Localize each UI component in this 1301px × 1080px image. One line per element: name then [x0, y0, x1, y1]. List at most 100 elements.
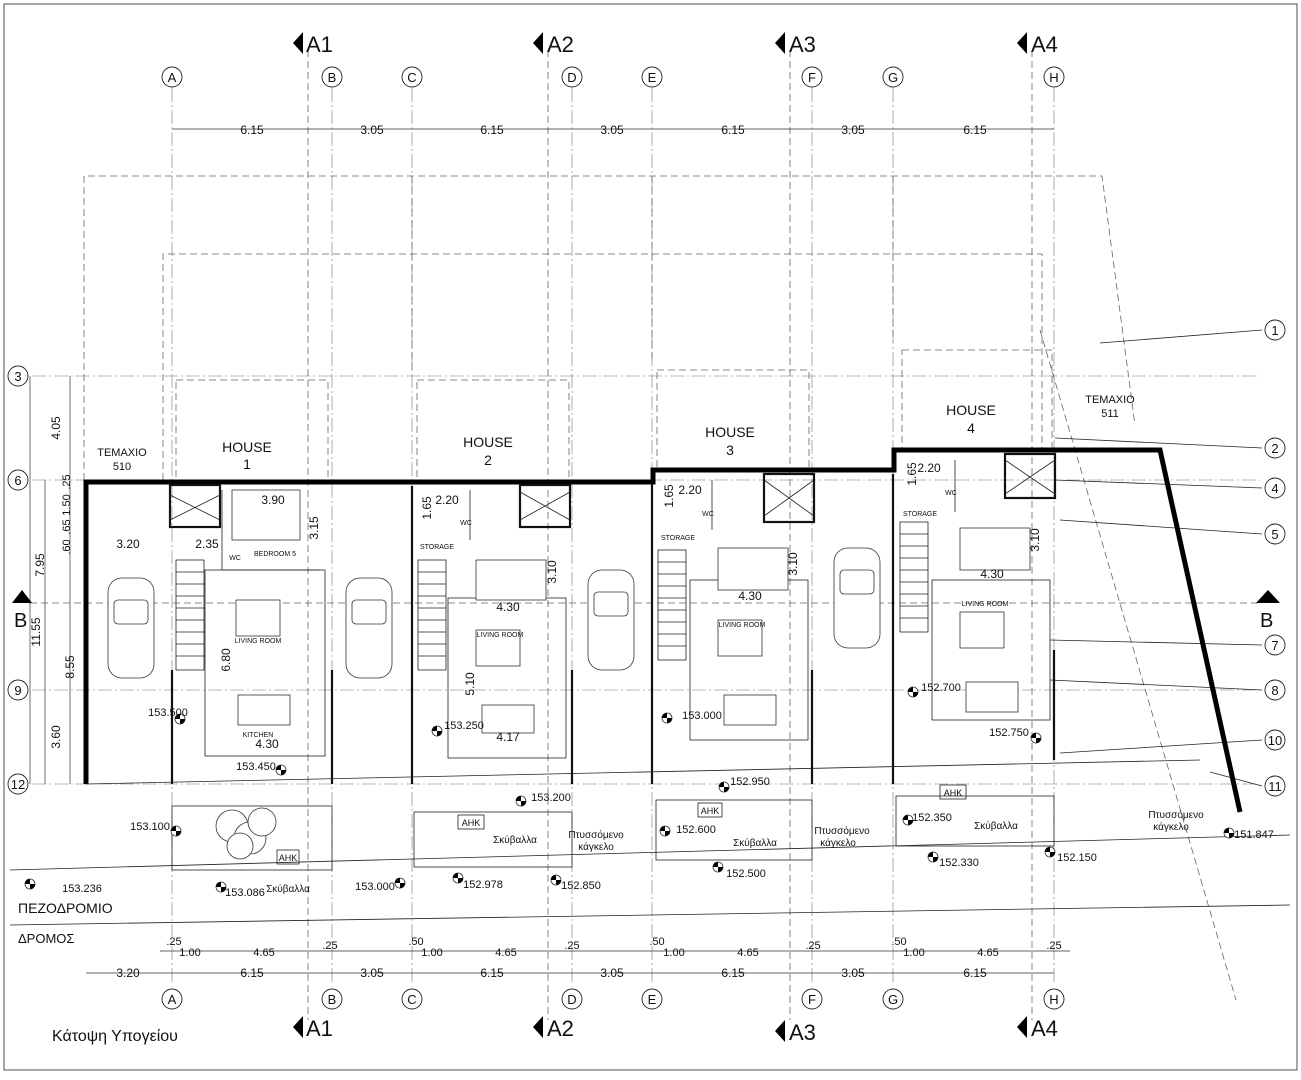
dim-detail: .25: [564, 940, 579, 952]
dim-detail: .25: [1046, 940, 1061, 952]
bed-icon: [959, 527, 1031, 571]
level-markers: 153.500 153.450 153.250 153.200 153.000 …: [24, 682, 1274, 899]
svg-text:STORAGE: STORAGE: [903, 511, 937, 518]
plot-left-number: 510: [113, 461, 131, 473]
sheet-border: [3, 3, 1298, 1071]
dim-detail: .25: [322, 940, 337, 952]
svg-text:STORAGE: STORAGE: [661, 535, 695, 542]
dim-bottom: 6.15: [721, 966, 745, 980]
svg-text:1.65: 1.65: [662, 484, 676, 508]
car-icon: [833, 547, 881, 649]
plot-right-number: 511: [1101, 408, 1119, 420]
dim-left: 7.95: [33, 553, 47, 577]
front-yard: [9, 795, 1291, 926]
dim-left: 3.60: [49, 725, 63, 749]
grid-label: G: [888, 70, 898, 85]
level-marker-icon: [550, 874, 562, 886]
svg-text:153.086: 153.086: [225, 887, 265, 899]
section-arrow-icon: [1256, 590, 1280, 603]
level-marker-icon: [452, 872, 464, 884]
dim-detail: 4.65: [495, 947, 516, 959]
dim-left: .60: [61, 539, 73, 554]
svg-text:LIVING ROOM: LIVING ROOM: [477, 632, 524, 639]
section-label: A2: [547, 1016, 574, 1041]
section-lines: [30, 50, 1262, 1020]
svg-text:3.10: 3.10: [1028, 528, 1042, 552]
svg-text:AHK: AHK: [462, 818, 481, 828]
svg-text:153.000: 153.000: [682, 710, 722, 722]
tree-icon: [215, 807, 277, 860]
section-label: A4: [1031, 1016, 1058, 1041]
stairs: [175, 521, 929, 671]
dim-detail: 1.00: [903, 947, 924, 959]
grid-label: 10: [1268, 733, 1282, 748]
svg-text:κάγκελο: κάγκελο: [1153, 821, 1189, 833]
section-label: A3: [789, 1020, 816, 1045]
section-label: B: [1260, 610, 1273, 632]
car-icon: [587, 569, 635, 671]
section-label: A1: [306, 32, 333, 57]
svg-text:WC: WC: [229, 555, 241, 562]
dim-detail: 1.00: [421, 947, 442, 959]
dim-detail: 1.00: [663, 947, 684, 959]
svg-text:4.17: 4.17: [496, 730, 520, 744]
svg-text:152.950: 152.950: [730, 776, 770, 788]
dim-detail: 4.65: [737, 947, 758, 959]
level-marker-icon: [661, 712, 673, 724]
section-arrow-icon: [12, 590, 32, 603]
grid-bubbles-left: 3 6 9 12: [7, 365, 29, 795]
dim-bottom: 3.05: [360, 966, 384, 980]
house-3-label: HOUSE: [705, 424, 755, 440]
left-dimensions: 4.05 .25 1.50 .65 .60 7.95 11.55 8.55 3.…: [29, 376, 77, 784]
svg-text:153.100: 153.100: [130, 821, 170, 833]
bed-icon: [231, 489, 301, 541]
svg-text:WC: WC: [945, 490, 957, 497]
section-arrow-icon: [1017, 32, 1027, 54]
section-arrow-icon: [775, 32, 785, 54]
section-arrow-icon: [1017, 1016, 1027, 1038]
svg-text:BEDROOM 5: BEDROOM 5: [254, 551, 296, 558]
grid-label: 6: [14, 473, 21, 488]
dim-top: 6.15: [480, 123, 504, 137]
grid-label: A: [168, 70, 177, 85]
level-marker-icon: [902, 814, 914, 826]
svg-text:5.10: 5.10: [463, 672, 477, 696]
svg-text:2.20: 2.20: [678, 483, 702, 497]
svg-text:152.600: 152.600: [676, 824, 716, 836]
level-marker-icon: [718, 781, 730, 793]
section-label: A1: [306, 1016, 333, 1041]
house-2-number: 2: [484, 452, 492, 468]
interior-partitions: [85, 460, 1201, 785]
house-1-number: 1: [243, 456, 251, 472]
dim-left: 8.55: [63, 655, 77, 679]
dim-left: .65: [61, 519, 73, 534]
svg-text:3.10: 3.10: [545, 560, 559, 584]
dim-bottom: 6.15: [963, 966, 987, 980]
svg-text:AHK: AHK: [701, 806, 720, 816]
svg-text:153.500: 153.500: [148, 707, 188, 719]
house-4-annotations: 1.65 2.20 3.10 4.30 WC STORAGE LIVING RO…: [903, 461, 1042, 608]
dim-detail: .25: [166, 936, 181, 948]
svg-text:153.000: 153.000: [355, 881, 395, 893]
dim-detail: .50: [649, 936, 664, 948]
svg-text:KITCHEN: KITCHEN: [243, 732, 274, 739]
level-marker-icon: [215, 881, 227, 893]
dim-top: 6.15: [721, 123, 745, 137]
furniture: [231, 489, 1031, 734]
level-marker-icon: [907, 686, 919, 698]
grid-label: 4: [1271, 481, 1278, 496]
dim-detail: 1.00: [179, 947, 200, 959]
level-marker-icon: [659, 825, 671, 837]
svg-text:152.700: 152.700: [921, 682, 961, 694]
svg-text:4.30: 4.30: [496, 600, 520, 614]
grid-label: 7: [1271, 638, 1278, 653]
dim-top: 6.15: [963, 123, 987, 137]
level-marker-icon: [712, 861, 724, 873]
svg-text:Πτυσσόμενο: Πτυσσόμενο: [1148, 809, 1204, 821]
svg-text:152.850: 152.850: [561, 880, 601, 892]
parked-cars: [107, 547, 881, 679]
dim-top: 3.05: [841, 123, 865, 137]
svg-text:4.30: 4.30: [255, 737, 279, 751]
level-marker-icon: [927, 851, 939, 863]
